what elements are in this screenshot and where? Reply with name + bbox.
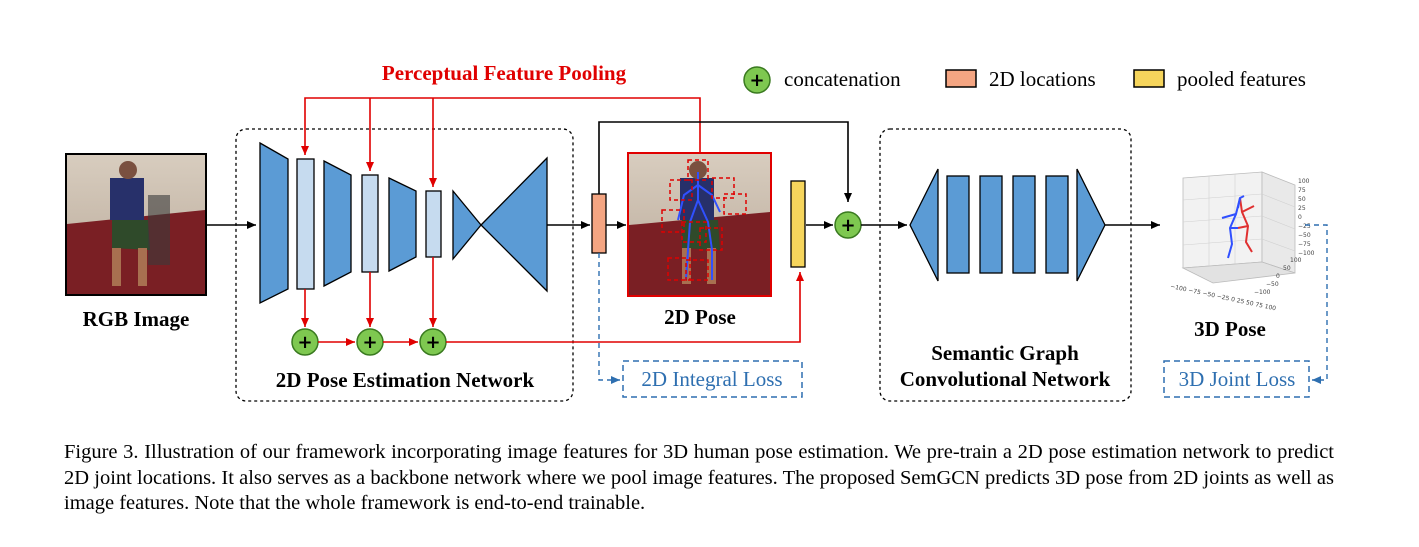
legend: + concatenation 2D locations pooled feat… [743,66,1306,94]
feature-map-2 [361,174,379,273]
semgcn-layer-4 [1045,175,1069,274]
pose-3d-plot: 100 75 50 25 0 −25 −50 −75 −100 −100 −75… [1170,171,1315,312]
y-tick: 50 [1283,265,1291,272]
y-axis-ticks: 100 50 0 −50 −100 [1254,257,1302,296]
pose-network-box [235,128,574,402]
loss-2d-label: 2D Integral Loss [641,367,782,391]
loss-3d-label: 3D Joint Loss [1179,367,1296,391]
z-tick: 0 [1298,214,1302,221]
pose-2d-label: 2D Pose [664,305,736,329]
framework-diagram: Perceptual Feature Pooling + concatenati… [65,61,1328,402]
concat-node-3-glyph: + [425,332,440,353]
pose-3d-label: 3D Pose [1194,317,1266,341]
z-tick: −100 [1298,250,1315,257]
loss-2d-box [622,360,803,398]
pose-2d-image [627,152,772,297]
z-axis-ticks: 100 75 50 25 0 −25 −50 −75 −100 [1298,178,1315,257]
encoder-block-1 [259,141,289,305]
pooled-features-block [790,180,806,268]
encoder-block-2 [323,159,352,288]
perceptual-pooling-lines [301,97,804,346]
z-tick: −75 [1298,241,1311,248]
y-tick: 100 [1290,257,1302,264]
semgcn-layer-2 [979,175,1003,274]
concat-node-2-glyph: + [362,332,377,353]
semgcn-layers [909,168,1106,282]
figure-caption: Figure 3. Illustration of our framework … [64,441,1334,514]
legend-locations-label: 2D locations [989,67,1096,91]
semgcn-layer-1 [946,175,970,274]
z-tick: −25 [1298,223,1311,230]
pose-network-layers [259,141,548,305]
decoder-block [480,156,548,293]
loss-3d-box [1163,360,1310,398]
encoder-block-3 [388,176,417,273]
semgcn-label-line2: Convolutional Network [900,367,1111,391]
legend-locations-swatch [945,69,977,88]
z-tick: 50 [1298,196,1306,203]
legend-concat-label: concatenation [784,67,901,91]
rgb-image-label: RGB Image [83,307,190,331]
z-tick: 25 [1298,205,1306,212]
semgcn-input-block [909,168,939,282]
z-tick: 75 [1298,187,1306,194]
legend-concat-icon [743,66,771,94]
legend-plus-glyph: + [749,70,764,91]
semgcn-label-line1: Semantic Graph [931,341,1079,365]
y-tick: −100 [1254,289,1271,296]
rgb-image-photo [65,153,207,296]
main-concat-glyph: + [840,215,855,236]
semgcn-output-block [1076,168,1106,282]
x-axis-ticks: −100 −75 −50 −25 0 25 50 75 100 [1170,283,1277,312]
y-tick: 0 [1276,273,1280,280]
pooling-concat-nodes: + + + [291,328,447,356]
pose-network-label: 2D Pose Estimation Network [276,368,535,392]
z-tick: 100 [1298,178,1310,185]
feature-map-3 [425,190,442,258]
y-tick: −50 [1266,281,1279,288]
skip-line-locations-to-concat [598,121,852,202]
semgcn-layer-3 [1012,175,1036,274]
concat-node-1-glyph: + [297,332,312,353]
feature-map-1 [296,158,315,290]
z-tick: −50 [1298,232,1311,239]
legend-pooled-swatch [1133,69,1165,88]
loss-3d-connector [1305,224,1328,384]
loss-2d-connector [598,253,620,384]
semgcn-box [879,128,1132,402]
legend-pooled-label: pooled features [1177,67,1306,91]
feature-pooling-title: Perceptual Feature Pooling [382,61,627,85]
locations-block [591,193,607,254]
bottleneck-block [452,189,482,261]
